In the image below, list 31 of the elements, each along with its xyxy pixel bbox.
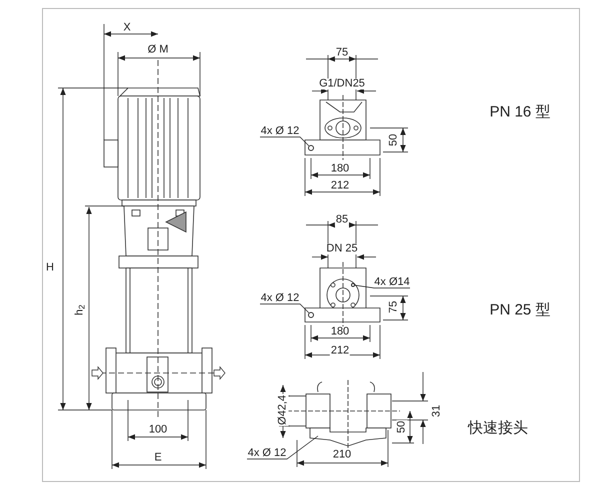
callout-text: 4x Ø 12 [248, 448, 286, 459]
dimension-label: 180 [330, 164, 350, 174]
callout-text: 4x Ø 12 [260, 293, 300, 304]
dimension-label: E [153, 452, 163, 464]
dimension-label: Ø M [146, 44, 170, 56]
dimension-label: X [122, 22, 132, 34]
dimension-label: 快速接头 [467, 420, 529, 436]
leader-line [354, 284, 410, 288]
dimension-label: 212 [330, 180, 350, 192]
mounting-hole [351, 283, 355, 287]
dimension-label: 75 [334, 48, 350, 58]
dimension-label: 180 [330, 326, 350, 338]
dimension-label: Ø42,4 [278, 394, 288, 426]
callout-text: 4x Ø 12 [260, 126, 300, 137]
dimension-label: 85 [334, 214, 350, 226]
dimension-label: 50 [388, 132, 400, 148]
dimension-label: PN 16 型 [488, 104, 552, 120]
dimension-label: 75 [388, 300, 400, 314]
dimension-label: H [45, 262, 55, 274]
leader-line [260, 136, 310, 146]
dimension-label: PN 25 型 [488, 302, 552, 318]
dimension-label: 100 [148, 424, 168, 436]
leader-line [246, 436, 318, 460]
dimension-label: 212 [330, 346, 350, 356]
dimension-label: 210 [332, 450, 352, 460]
dimension-label: G1/DN25 [318, 78, 366, 90]
leader-line [260, 304, 310, 314]
dimension-label: 31 [432, 404, 442, 418]
dimension-label: DN 25 [325, 244, 359, 254]
callout-text: 4x Ø14 [374, 277, 410, 288]
dimension-label: 50 [396, 420, 408, 434]
